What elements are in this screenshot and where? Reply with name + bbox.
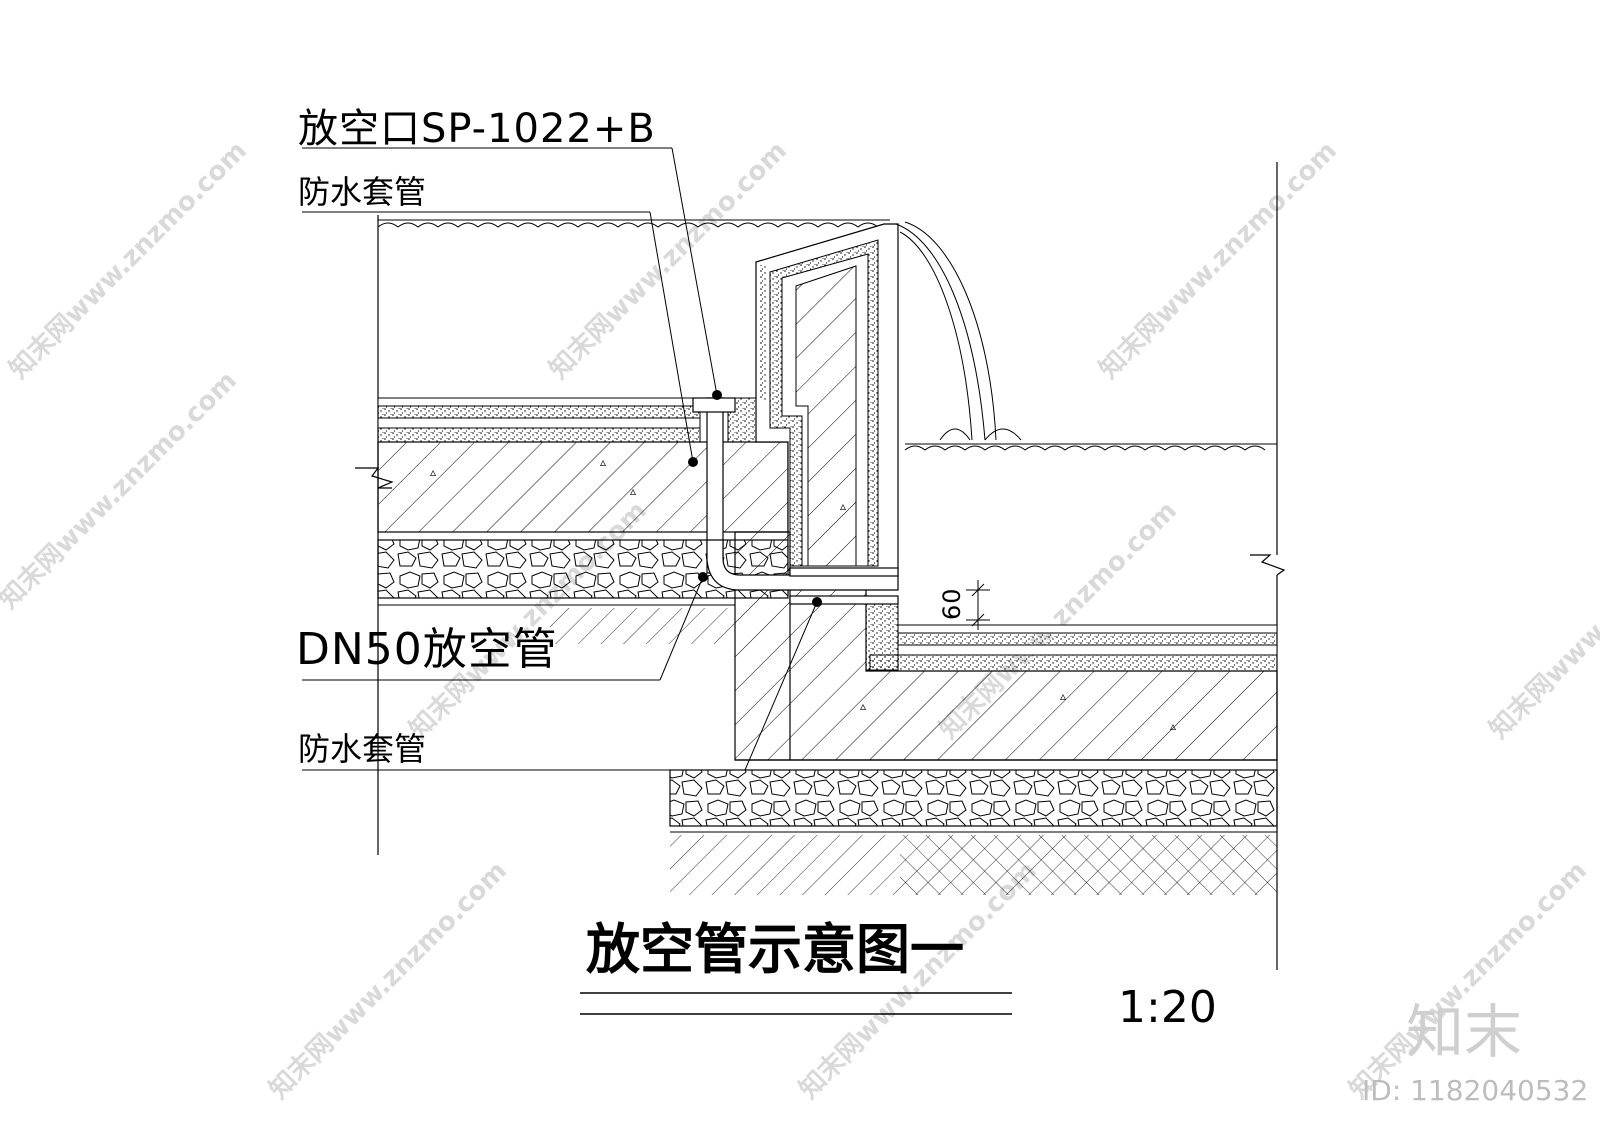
upper-concrete-slab: ▵ ▵ ▵ bbox=[377, 441, 789, 533]
upper-water-surface bbox=[377, 219, 890, 228]
watermark-text: 知末网www.znzmo.com bbox=[0, 366, 243, 615]
waterfall-spill bbox=[895, 221, 1022, 441]
drawing-title: 放空管示意图一 bbox=[586, 918, 964, 981]
leader-lines bbox=[302, 147, 818, 771]
svg-text:▵: ▵ bbox=[430, 465, 436, 479]
watermark-logo: 知末 bbox=[1406, 998, 1522, 1066]
label-vent-pipe: DN50放空管 bbox=[296, 624, 558, 675]
svg-text:▵: ▵ bbox=[630, 484, 636, 498]
watermark-text: 知末网www.znzmo.com bbox=[1484, 496, 1600, 745]
label-vent-outlet: 放空口SP-1022+B bbox=[298, 106, 656, 152]
dimension-60 bbox=[966, 580, 990, 630]
svg-text:▵: ▵ bbox=[600, 455, 606, 469]
watermark-text: 知末网www.znzmo.com bbox=[1094, 136, 1343, 385]
lower-water-surface bbox=[904, 443, 1277, 451]
svg-text:▵: ▵ bbox=[840, 499, 846, 513]
svg-text:▵: ▵ bbox=[1060, 689, 1066, 703]
dimension-label: 60 bbox=[938, 587, 966, 620]
lower-slab-finish bbox=[865, 599, 1278, 672]
watermark-id: ID: 1182040532 bbox=[1362, 1074, 1588, 1107]
leader-dots bbox=[688, 390, 822, 607]
watermark-text: 知末网www.znzmo.com bbox=[264, 856, 513, 1105]
svg-text:▵: ▵ bbox=[860, 699, 866, 713]
drawing-scale: 1:20 bbox=[1118, 982, 1217, 1033]
vent-pipe bbox=[692, 397, 899, 605]
watermark-text: 知末网www.znzmo.com bbox=[1344, 856, 1593, 1105]
watermark-text: 知末网www.znzmo.com bbox=[4, 136, 253, 385]
lower-gravel-base bbox=[669, 769, 1278, 895]
label-sleeve-upper: 防水套管 bbox=[298, 173, 426, 211]
label-sleeve-lower: 防水套管 bbox=[298, 730, 426, 768]
weir-wall bbox=[755, 223, 899, 571]
svg-text:▵: ▵ bbox=[1170, 719, 1176, 733]
upper-gravel-base bbox=[377, 531, 790, 644]
title-underline bbox=[580, 992, 1012, 1015]
